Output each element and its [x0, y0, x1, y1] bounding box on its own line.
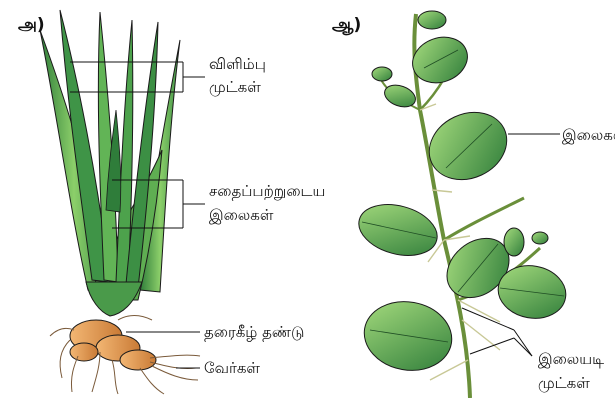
label-stipular-spines-1: இலையடி	[538, 350, 604, 368]
panel-b-tag: ஆ)	[332, 15, 361, 35]
label-fleshy-leaves-1: சதைப்பற்றுடைய	[209, 182, 325, 200]
label-marginal-spines-1: விளிம்பு	[209, 55, 266, 73]
label-stipular-spines-2: முட்கள்	[538, 374, 590, 392]
label-leaves: இலைகள்	[562, 126, 615, 144]
aloe-plant	[40, 10, 180, 316]
zizyphus-plant	[353, 11, 570, 398]
panel-a-tag: அ)	[18, 15, 45, 35]
label-fleshy-leaves-2: இலைகள்	[209, 206, 274, 224]
label-rhizome: தரைகீழ் தண்டு	[204, 323, 304, 341]
label-marginal-spines-2: முட்கள்	[209, 78, 261, 96]
label-roots: வேர்கள்	[204, 359, 260, 377]
